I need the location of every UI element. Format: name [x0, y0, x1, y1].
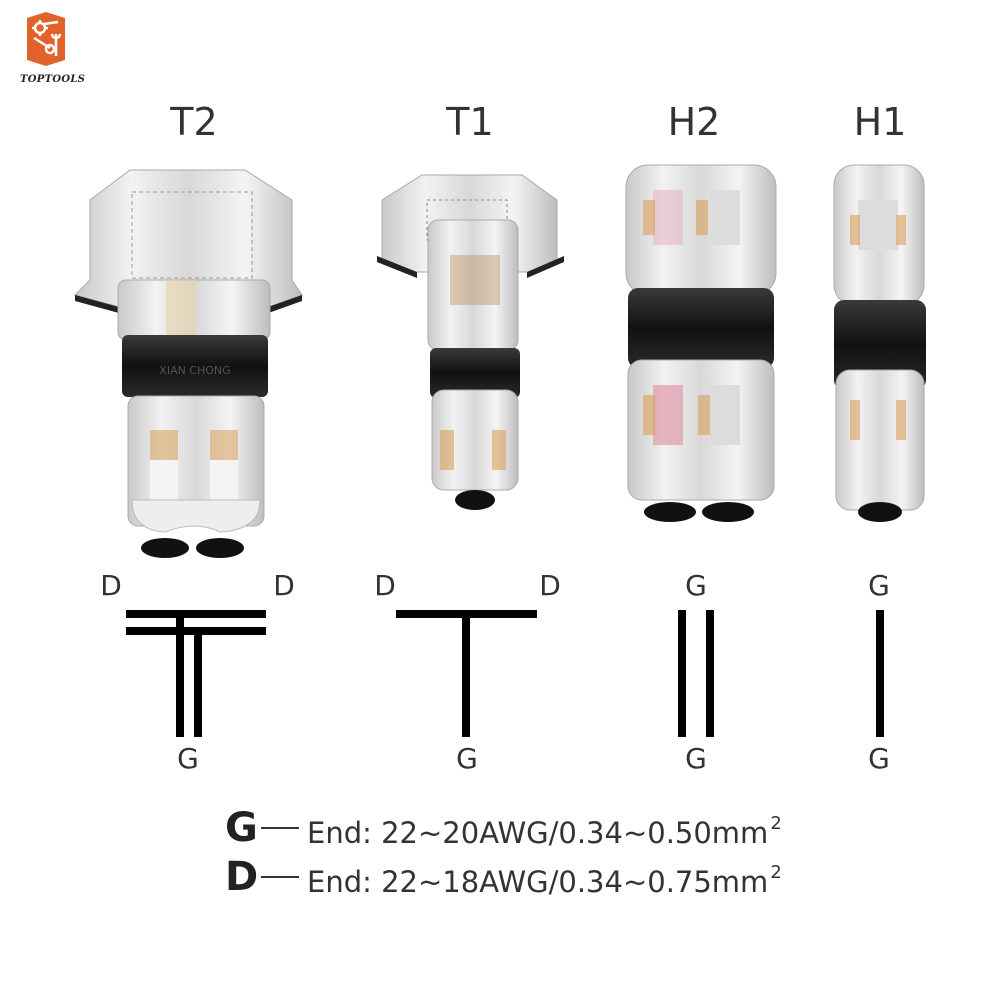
connector-image-h2 — [618, 160, 788, 534]
h1-top-label: G — [868, 569, 890, 602]
h1-bottom-label: G — [868, 742, 890, 775]
h2-wire-2 — [706, 610, 714, 737]
t2-wire-vertical-2 — [194, 627, 202, 737]
t2-bottom-label: G — [177, 742, 199, 775]
brand-name: TOPTOOLS — [20, 74, 86, 85]
connector-image-h1 — [828, 160, 928, 534]
legend-dash — [261, 827, 299, 829]
legend-key-g: G — [225, 805, 258, 851]
connector-image-t1 — [372, 160, 572, 524]
t2-wire-vertical-1 — [176, 610, 184, 737]
model-label-t1: T1 — [446, 100, 494, 144]
model-label-t2: T2 — [170, 100, 218, 144]
connector-image-t2: XIAN CHONG — [70, 160, 310, 564]
t2-top-left-label: D — [100, 569, 122, 602]
h2-bottom-label: G — [685, 742, 707, 775]
h2-wire-1 — [678, 610, 686, 737]
t2-top-right-label: D — [273, 569, 295, 602]
legend-key-d: D — [225, 854, 259, 900]
t1-bottom-label: G — [456, 742, 478, 775]
hexagon-tools-logo-icon — [27, 12, 65, 66]
t1-top-left-label: D — [374, 569, 396, 602]
t1-top-right-label: D — [539, 569, 561, 602]
svg-text:XIAN CHONG: XIAN CHONG — [159, 364, 230, 377]
h2-top-label: G — [685, 569, 707, 602]
brand-logo: TOPTOOLS — [20, 8, 90, 88]
h1-wire — [876, 610, 884, 737]
t1-wire-vertical — [462, 610, 470, 737]
t2-wire-horizontal-1 — [126, 610, 266, 618]
model-label-h2: H2 — [667, 100, 721, 144]
model-label-h1: H1 — [853, 100, 907, 144]
legend-dash — [261, 876, 299, 878]
